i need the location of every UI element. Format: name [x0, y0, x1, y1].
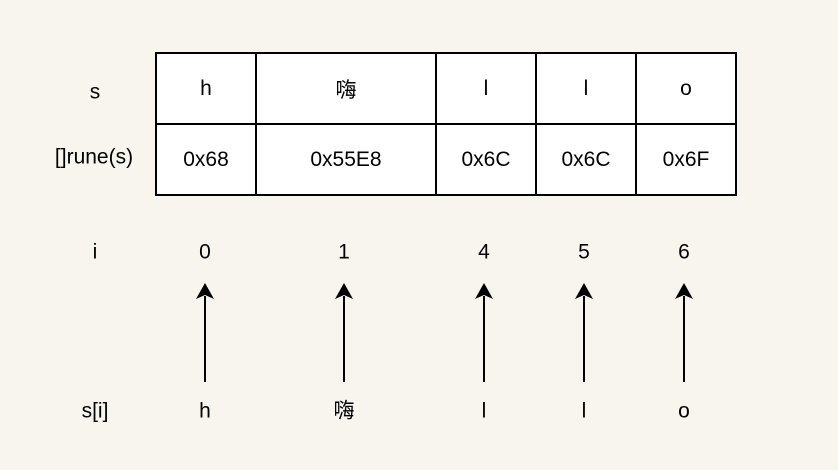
rune-cell: 0x6C: [435, 123, 537, 196]
s-i-value: 嗨: [333, 399, 355, 423]
index-value: 4: [478, 240, 490, 264]
index-value: 6: [678, 240, 690, 264]
row-label-rune: []rune(s): [54, 145, 134, 169]
rune-cell: 0x68: [155, 123, 257, 196]
char-cell: l: [435, 52, 537, 125]
index-value: 1: [338, 240, 350, 264]
char-cell: l: [535, 52, 637, 125]
char-cell: o: [635, 52, 737, 125]
index-value: 0: [199, 240, 211, 264]
arrow: [335, 283, 353, 382]
arrow: [575, 283, 593, 382]
rune-cell: 0x6C: [535, 123, 637, 196]
s-i-value: l: [481, 399, 487, 423]
rune-cell: 0x55E8: [255, 123, 437, 196]
rune-row: 0x68 0x55E8 0x6C 0x6C 0x6F: [155, 123, 737, 196]
char-cell: h: [155, 52, 257, 125]
s-i-value: l: [581, 399, 587, 423]
arrow: [475, 283, 493, 382]
rune-cell: 0x6F: [635, 123, 737, 196]
arrow: [675, 283, 693, 382]
row-label-i: i: [92, 240, 98, 264]
arrow: [196, 283, 214, 382]
index-value: 5: [578, 240, 590, 264]
row-label-s-i: s[i]: [81, 399, 109, 423]
row-label-s: s: [89, 80, 101, 104]
string-rune-table: h 嗨 l l o 0x68 0x55E8 0x6C 0x6C 0x6F: [155, 52, 737, 196]
s-i-value: h: [199, 399, 211, 423]
s-i-value: o: [678, 399, 690, 423]
char-cell: 嗨: [255, 52, 437, 125]
char-row: h 嗨 l l o: [155, 52, 737, 125]
